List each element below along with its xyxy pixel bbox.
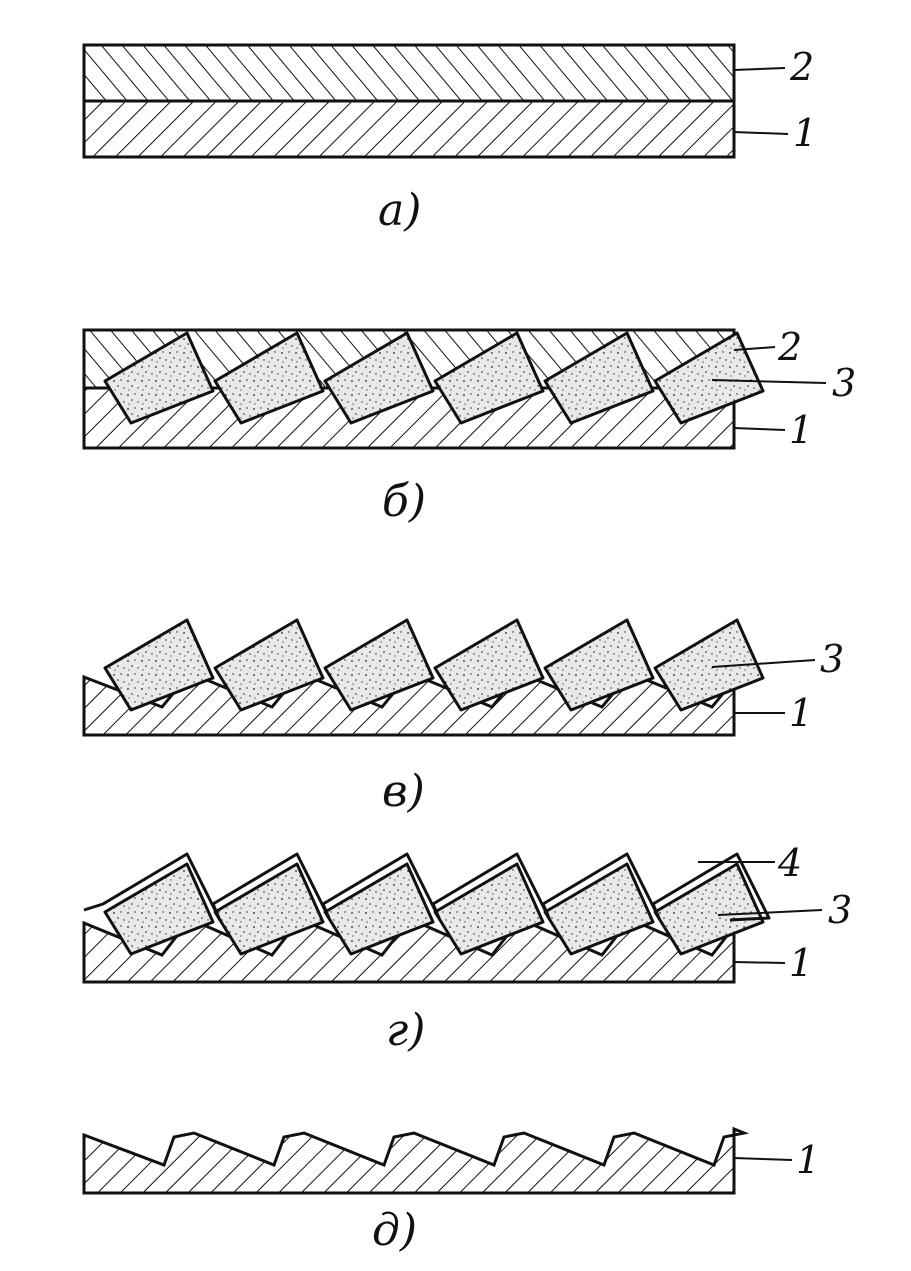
label-1: 1 (789, 941, 813, 985)
layer-1 (82, 99, 736, 159)
leader-line (717, 909, 823, 916)
leader-line (711, 379, 827, 384)
abrasive-grain (213, 331, 325, 425)
abrasive-grain (213, 618, 325, 712)
abrasive-grain (543, 331, 655, 425)
label-1: 1 (796, 1138, 820, 1182)
abrasive-grain (543, 862, 655, 956)
grains-layer-3 (103, 618, 765, 712)
label-1: 1 (793, 111, 817, 155)
caption-g: г) (386, 1005, 425, 1056)
layer-2 (82, 43, 736, 103)
abrasive-grain (433, 618, 545, 712)
label-1: 1 (789, 408, 813, 452)
caption-d: д) (372, 1205, 417, 1256)
abrasive-grain (433, 331, 545, 425)
label-4: 4 (777, 841, 802, 885)
abrasive-grain (213, 862, 325, 956)
panel-v: 3 1 в) (82, 618, 844, 817)
leader-line (733, 961, 786, 964)
leader-line (733, 131, 789, 135)
leader-line (733, 427, 786, 431)
abrasive-grain (543, 618, 655, 712)
label-2: 2 (777, 325, 802, 369)
panel-a: 2 1 а) (82, 43, 817, 236)
leader-line (711, 659, 816, 668)
abrasive-grain (103, 862, 215, 956)
label-3: 3 (832, 361, 856, 405)
leader-line (733, 1157, 793, 1161)
abrasive-grain (433, 862, 545, 956)
abrasive-grain (103, 618, 215, 712)
grains-layer-3 (103, 862, 765, 956)
panel-d: 1 д) (82, 1126, 820, 1256)
label-3: 3 (820, 637, 844, 681)
grains-layer-3 (103, 331, 765, 425)
layer-4-coating (83, 852, 771, 922)
caption-b: б) (382, 476, 426, 527)
panel-b: 2 3 1 б) (82, 325, 856, 527)
label-1: 1 (789, 691, 813, 735)
abrasive-grain (323, 618, 435, 712)
label-3: 3 (828, 888, 852, 932)
label-2: 2 (789, 45, 814, 89)
abrasive-grain (653, 331, 765, 425)
leader-line (733, 67, 786, 71)
abrasive-grain (103, 331, 215, 425)
abrasive-grain (323, 862, 435, 956)
abrasive-grain (323, 331, 435, 425)
caption-a: а) (378, 185, 421, 236)
leader-line (733, 346, 776, 351)
layer-1 (82, 1126, 750, 1195)
abrasive-grain (653, 618, 765, 712)
caption-v: в) (382, 766, 425, 817)
panel-g: 4 3 1 г) (82, 841, 852, 1056)
abrasive-grain (653, 862, 765, 956)
